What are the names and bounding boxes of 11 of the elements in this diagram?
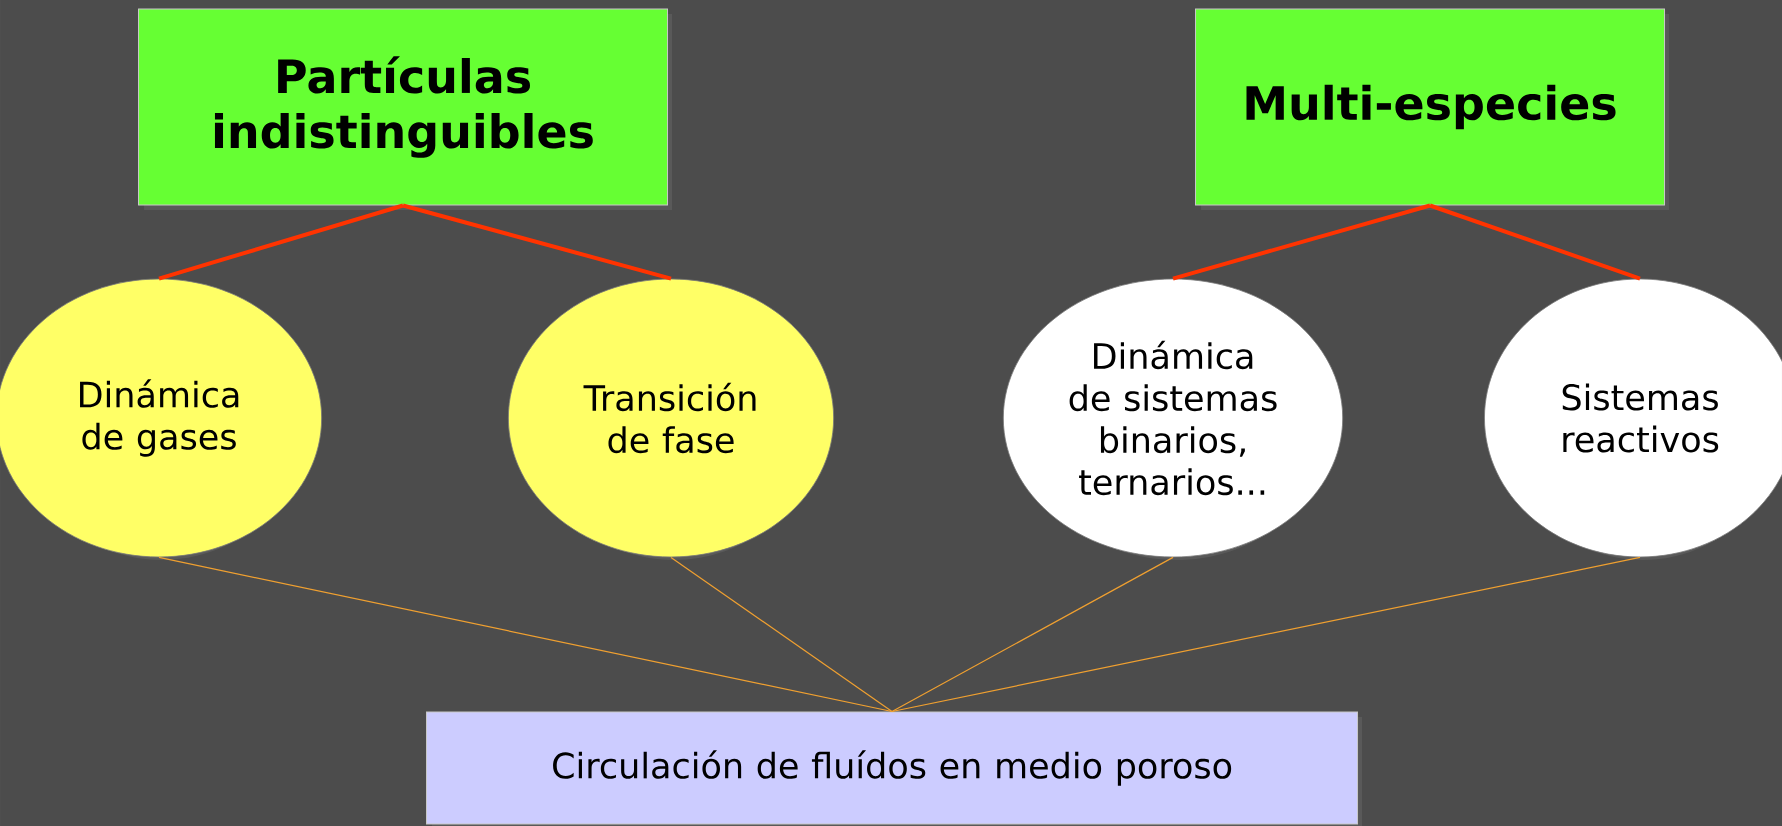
connector-line bbox=[1172, 203, 1431, 281]
base-box: Circulación de fluídos en medio poroso bbox=[426, 711, 1362, 826]
title-box: Partículas indistinguibles bbox=[138, 8, 672, 210]
connector-line bbox=[1429, 203, 1641, 281]
connector-line bbox=[891, 556, 1641, 713]
connector-line bbox=[402, 203, 672, 281]
connector-line bbox=[158, 203, 404, 281]
connector-line bbox=[158, 556, 893, 713]
connector-line bbox=[670, 556, 893, 713]
title-box: Multi-especies bbox=[1195, 8, 1669, 210]
connector-line bbox=[891, 556, 1174, 713]
